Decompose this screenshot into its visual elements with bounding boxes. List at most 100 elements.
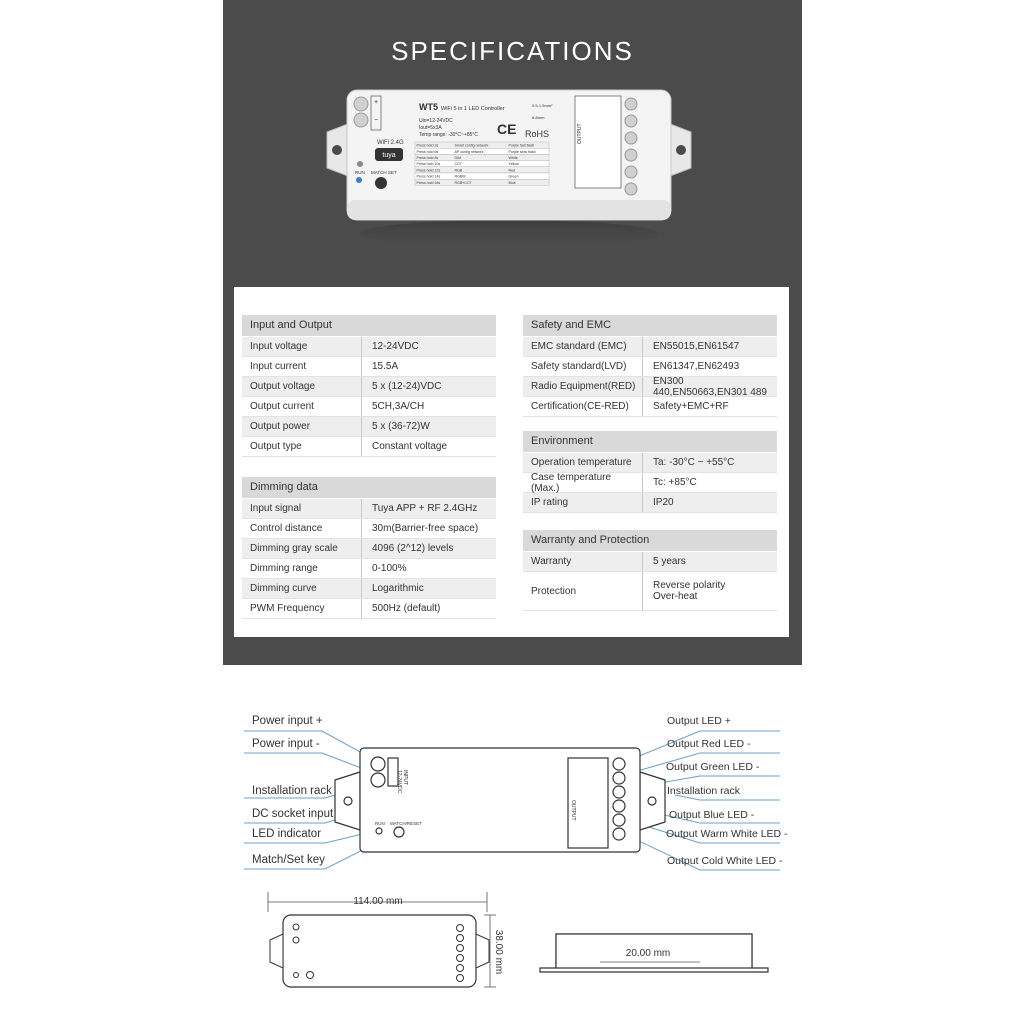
table-heading: Safety and EMC <box>523 315 777 336</box>
match-label: MATCH SET <box>371 170 397 175</box>
table-row: EMC standard (EMC)EN55015,EN61547 <box>523 337 777 357</box>
spec-value: 0-100% <box>372 563 407 574</box>
mode-table-cell: Press hold 3s <box>417 144 439 148</box>
mode-table-cell: Blue <box>509 181 516 185</box>
mode-table-cell: Press hold 6s <box>417 150 439 154</box>
spec-value: 30m(Barrier-free space) <box>372 523 479 534</box>
run-label: RUN <box>355 170 365 175</box>
spec-key: Input current <box>242 357 362 376</box>
table-row: Input current 15.5A <box>242 357 496 377</box>
spec-key: Dimming curve <box>242 579 362 598</box>
label-match-set-key: Match/Set key <box>252 854 325 866</box>
spec-value: Ta: -30°C ~ +55°C <box>653 457 735 468</box>
spec-key: Warranty <box>523 552 643 571</box>
label-installation-rack-right: Installation rack <box>667 785 741 797</box>
table-row: Warranty 5 years <box>523 552 777 572</box>
spec-key: PWM Frequency <box>242 599 362 618</box>
mode-table-cell: Purple slow flash <box>509 150 536 154</box>
device-temp-range: Temp range: -30°C~+85°C <box>419 132 478 138</box>
table-row: Safety standard(LVD)EN61347,EN62493 <box>523 357 777 377</box>
table-heading: Input and Output <box>242 315 496 336</box>
table-row: PWM Frequency 500Hz (default) <box>242 599 496 619</box>
spec-value: IP20 <box>653 497 674 508</box>
mini-voltage-label: 12-24VDC <box>396 770 402 794</box>
table-row: Radio Equipment(RED) EN300 440,EN50663,EN… <box>523 375 777 398</box>
page-title: SPECIFICATIONS <box>391 36 634 66</box>
svg-text:+: + <box>374 99 378 106</box>
strip-label: 6-8mm <box>532 115 545 120</box>
spec-key: Dimming gray scale <box>242 539 362 558</box>
spec-key: Radio Equipment(RED) <box>523 377 643 396</box>
mode-table-cell: Press hold 10s <box>417 162 441 166</box>
spec-value: 5 years <box>653 556 686 567</box>
mode-table-cell: RGBW <box>455 175 467 179</box>
mode-table-cell: Smart config network <box>455 144 489 148</box>
mode-table-cell: Green <box>509 175 519 179</box>
spec-key: Input signal <box>242 499 362 518</box>
output-label: OUTPUT <box>577 123 583 144</box>
table-heading: Dimming data <box>242 477 496 498</box>
spec-key: Safety standard(LVD) <box>523 357 643 376</box>
label-output-warm-white: Output Warm White LED - <box>666 828 788 840</box>
mode-table-cell: Red <box>509 168 516 172</box>
mini-match-label: MATCH/RESET <box>390 821 422 826</box>
spec-key: Operation temperature <box>523 453 643 472</box>
spec-key: Output type <box>242 437 362 456</box>
wifi-label: WiFi 2.4G <box>377 140 404 146</box>
spec-key: Control distance <box>242 519 362 538</box>
table-row: Dimming curve Logarithmic <box>242 579 496 599</box>
rohs-mark: RoHS <box>525 129 549 139</box>
spec-key: IP rating <box>523 493 643 512</box>
device-name: WiFi 5 in 1 LED Controller <box>441 106 505 112</box>
label-installation-rack-left: Installation rack <box>252 785 332 797</box>
mode-table-cell: AP config network <box>455 150 484 154</box>
spec-value: 15.5A <box>372 361 399 372</box>
right-labels: Output LED + Output Red LED - Output Gre… <box>666 715 788 867</box>
spec-value: Tc: +85°C <box>653 477 697 488</box>
mode-table-cell: Press hold 14s <box>417 175 441 179</box>
dimension-drawing-side: 20.00 mm <box>539 933 769 973</box>
device-input-spec: Uin=12-24VDC <box>419 118 453 124</box>
spec-value: EN300 440,EN50663,EN301 489 <box>653 375 767 398</box>
svg-text:−: − <box>374 117 378 124</box>
spec-value: 5CH,3A/CH <box>372 401 425 412</box>
spec-value: 500Hz (default) <box>372 603 441 614</box>
spec-value: Safety+EMC+RF <box>653 401 729 412</box>
label-output-red: Output Red LED - <box>667 738 751 750</box>
device-output-spec: Iout=5x3A <box>419 125 442 131</box>
match-set-key[interactable] <box>375 177 387 189</box>
mode-table-cell: DIM <box>455 156 462 160</box>
spec-key: Case temperature (Max.) <box>523 472 643 494</box>
spec-value: EN55015,EN61547 <box>653 341 740 352</box>
mode-table-cell: Press hold 8s <box>417 156 439 160</box>
dim-width: 38.00 mm <box>493 930 504 974</box>
dimension-drawing-top: 114.00 mm 38.00 mm <box>267 892 504 988</box>
spec-value: 12-24VDC <box>372 341 419 352</box>
label-output-blue: Output Blue LED - <box>669 809 755 821</box>
mini-run-label: RUN <box>375 821 385 826</box>
label-power-input-plus: Power input + <box>252 715 323 727</box>
spec-key: Certification(CE-RED) <box>523 397 643 416</box>
spec-key: Output power <box>242 417 362 436</box>
mode-table-cell: RGB+CCT <box>455 181 473 185</box>
device-model: WT5 <box>419 102 438 112</box>
device-outline-top <box>334 747 666 853</box>
spec-key: Output current <box>242 397 362 416</box>
spec-value: Reverse polarity Over-heat <box>653 580 726 602</box>
spec-value: Logarithmic <box>372 583 424 594</box>
product-photo: + − WT5 WiFi 5 in 1 LED Controller Uin=1… <box>326 89 692 248</box>
mode-table-cell: Yellow <box>509 162 520 166</box>
mode-table-cell: White <box>509 156 518 160</box>
